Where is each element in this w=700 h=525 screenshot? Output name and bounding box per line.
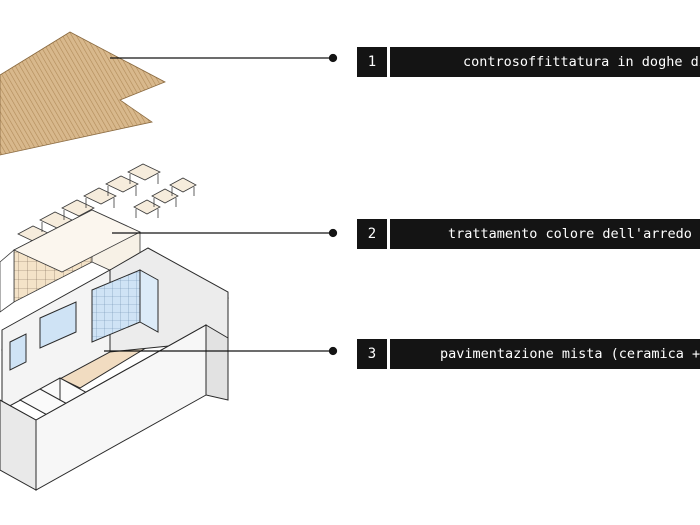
room-base [0, 247, 230, 491]
legend-number-2: 2 [357, 219, 387, 249]
legend-text-3: pavimentazione mista (ceramica + [440, 346, 700, 362]
legend-label-2: trattamento colore dell'arredo di [390, 219, 700, 249]
legend-number-1: 1 [357, 47, 387, 77]
legend-text-1: controsoffittatura in doghe di [463, 54, 700, 70]
leader-dot-1 [328, 53, 338, 63]
table-group-lower [133, 177, 197, 218]
legend-text-2: trattamento colore dell'arredo di [448, 226, 700, 242]
leader-dot-3 [328, 346, 338, 356]
furniture-layer [17, 163, 197, 243]
leader-lines [104, 53, 338, 356]
leader-dot-2 [328, 228, 338, 238]
ceiling-slats-layer [0, 31, 166, 156]
legend-number-3: 3 [357, 339, 387, 369]
legend-label-1: controsoffittatura in doghe di [390, 47, 700, 77]
legend-label-3: pavimentazione mista (ceramica + [390, 339, 700, 369]
table-group-upper [17, 163, 161, 243]
